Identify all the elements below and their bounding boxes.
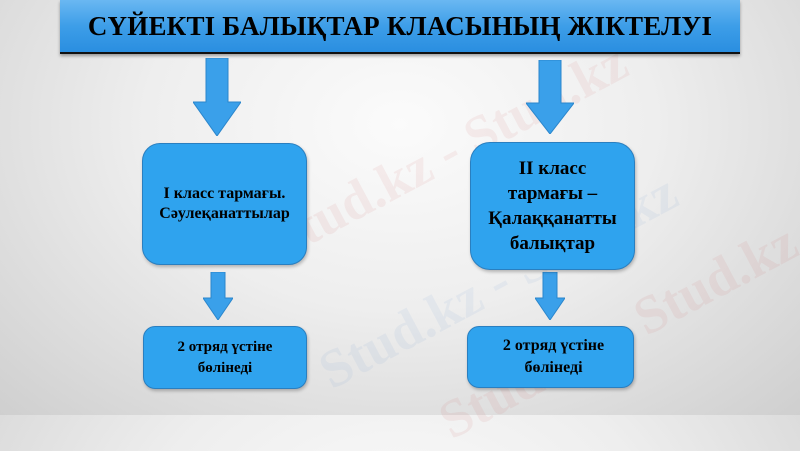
subclass-1-line: І класс тармағы. <box>163 185 286 202</box>
title-banner: СҮЙЕКТІ БАЛЫҚТАР КЛАСЫНЫҢ ЖІКТЕЛУІ <box>60 0 740 54</box>
subclass-2-line: тармағы – <box>507 183 598 204</box>
subclass-2-box: ІІ класс тармағы – Қалаққанатты балықтар <box>470 142 635 270</box>
orders-line: 2 отряд үстіне <box>177 338 273 355</box>
subclass-2-line: ІІ класс <box>518 158 587 179</box>
page-title: СҮЙЕКТІ БАЛЫҚТАР КЛАСЫНЫҢ ЖІКТЕЛУІ <box>87 10 713 41</box>
subclass-2-line: балықтар <box>509 233 596 254</box>
subclass-2-orders-box: 2 отряд үстіне бөлінеді <box>467 326 634 388</box>
orders-line: бөлінеді <box>197 359 253 376</box>
subclass-1-orders-box: 2 отряд үстіне бөлінеді <box>143 326 307 389</box>
arrow-down-icon <box>203 272 233 320</box>
subclass-1-box: І класс тармағы. Сәулеқанаттылар <box>142 143 307 265</box>
arrow-down-icon <box>193 58 241 136</box>
arrow-down-icon <box>526 60 574 134</box>
subclass-2-line: Қалаққанатты <box>488 208 617 229</box>
orders-line: бөлінеді <box>524 359 583 376</box>
subclass-1-line: Сәулеқанаттылар <box>159 205 290 222</box>
orders-line: 2 отряд үстіне <box>502 337 605 354</box>
arrow-down-icon <box>535 272 565 320</box>
